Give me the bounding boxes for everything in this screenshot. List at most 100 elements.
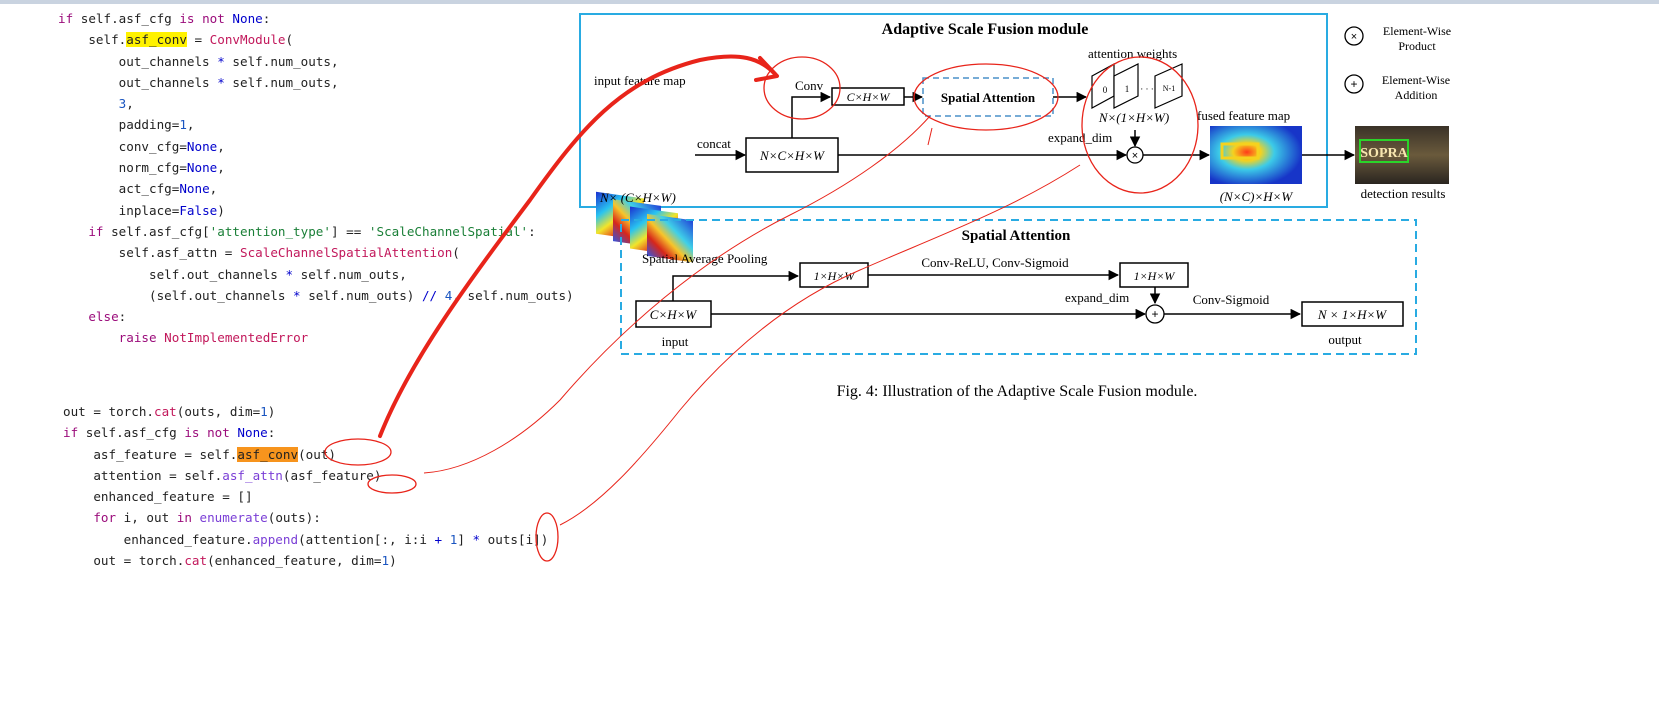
code-token: asf_conv — [126, 32, 187, 48]
fused-feature-map — [1210, 126, 1302, 184]
code-token: (attention[:, i:i — [298, 531, 435, 547]
code-line: 3, — [58, 93, 574, 114]
legend-product-symbol — [1344, 26, 1364, 46]
code-token: enhanced_feature = [] — [63, 489, 253, 505]
weights-dims-label: N×(1×H×W) — [1098, 110, 1169, 125]
conv-label: Conv — [795, 78, 824, 93]
annotation-circle-product — [1081, 56, 1199, 194]
asf-module-frame — [579, 13, 1328, 208]
code-token: None — [186, 160, 218, 176]
code-line: if self.asf_cfg['attention_type'] == 'Sc… — [58, 221, 574, 242]
detection-result-photo — [1355, 126, 1449, 184]
code-line: if self.asf_cfg is not None: — [58, 8, 574, 29]
conv-sigmoid-label: Conv-Sigmoid — [1193, 292, 1270, 307]
code-token: self.asf_cfg[ — [103, 223, 210, 239]
code-token: ( — [285, 32, 294, 48]
conv-relu-label: Conv-ReLU, Conv-Sigmoid — [921, 255, 1069, 270]
code-token: raise — [58, 330, 157, 346]
code-token: None — [237, 425, 268, 441]
code-token: append — [252, 531, 299, 547]
code-token: ) — [267, 404, 276, 419]
code-token: (self.out_channels — [58, 287, 294, 303]
code-token: * — [217, 53, 225, 69]
sa-output-label: output — [1328, 332, 1362, 347]
legend-addition-line2: Addition — [1395, 88, 1438, 102]
spatial-attention-title: Spatial Attention — [962, 228, 1071, 244]
code-token: , — [126, 96, 134, 112]
code-token: * — [472, 531, 481, 547]
detection-results-label: detection results — [1361, 186, 1446, 201]
code-token: i, out — [116, 510, 177, 526]
code-token: ] — [457, 531, 473, 547]
code-token: self.num_outs) — [300, 287, 422, 303]
annotation-circle-asf-attn — [367, 474, 417, 494]
code-token: (out) — [298, 446, 336, 462]
code-token: self.asf_cfg — [73, 11, 180, 26]
code-line: out = torch.cat(enhanced_feature, dim=1) — [63, 550, 548, 571]
code-token: attention = self. — [63, 467, 223, 483]
code-token: cat — [154, 404, 177, 419]
code-line: attention = self.asf_attn(asf_feature) — [63, 465, 548, 486]
code-line: enhanced_feature = [] — [63, 486, 548, 507]
code-line: norm_cfg=None, — [58, 157, 574, 178]
code-token: for — [63, 510, 117, 526]
code-token: * — [293, 287, 301, 303]
code-token: else — [58, 309, 119, 325]
code-token: : — [262, 11, 271, 26]
code-token: 1 — [449, 531, 458, 547]
code-token: enumerate — [199, 510, 268, 526]
code-token: ] == — [330, 223, 369, 239]
code-token: : — [528, 223, 536, 239]
spatial-average-pooling-label: Spatial Average Pooling — [642, 251, 768, 266]
sa-pool-box-label: 1×H×W — [814, 269, 856, 283]
code-token: is not — [179, 11, 225, 26]
code-token: if — [58, 11, 74, 26]
code-token: in — [176, 510, 192, 526]
code-token: 1 — [260, 404, 268, 419]
code-token: 4 — [444, 287, 453, 303]
annotation-line-append — [559, 164, 1081, 526]
code-token: out = torch. — [63, 553, 185, 569]
legend-product-sign: × — [1351, 31, 1357, 43]
code-block-asf-init: if self.asf_cfg is not None: self.asf_co… — [58, 8, 574, 349]
code-token: // — [421, 287, 438, 303]
chw-label: C×H×W — [847, 90, 891, 104]
code-line: inplace=False) — [58, 200, 574, 221]
code-token: self.asf_cfg — [78, 425, 185, 441]
red-annotations — [324, 54, 1199, 562]
annotation-thick-arrowhead — [754, 56, 779, 82]
code-line: for i, out in enumerate(outs): — [63, 507, 548, 528]
weight-0-label: 0 — [1103, 85, 1108, 95]
weight-n1-label: N-1 — [1163, 84, 1175, 93]
code-token: + — [434, 531, 443, 547]
code-token: enhanced_feature. — [63, 531, 253, 547]
code-token: (outs, dim= — [176, 404, 261, 419]
code-token: norm_cfg= — [58, 160, 187, 176]
code-line: act_cfg=None, — [58, 178, 574, 199]
code-line: self.asf_conv = ConvModule( — [58, 29, 574, 50]
code-token: act_cfg= — [58, 181, 180, 197]
code-token: cat — [184, 553, 208, 569]
sa-input-box — [635, 300, 712, 328]
code-token: inplace= — [58, 202, 180, 218]
code-token: (enhanced_feature, dim= — [207, 553, 382, 569]
conv-branch-arrow — [791, 91, 832, 138]
code-token: self. — [58, 32, 127, 48]
code-token: = — [186, 32, 210, 48]
fused-feature-highlight — [1220, 142, 1260, 160]
code-line: conv_cfg=None, — [58, 136, 574, 157]
detection-box — [1359, 139, 1409, 163]
code-token: self.out_channels — [58, 266, 286, 282]
attention-weights-label: attention weights — [1088, 46, 1177, 61]
code-token: if — [63, 425, 79, 441]
pooling-arrow — [672, 270, 800, 301]
annotation-circle-asf-conv — [324, 438, 392, 466]
code-line: if self.asf_cfg is not None: — [63, 422, 548, 443]
code-token: , — [186, 117, 195, 133]
legend-product-line2: Product — [1398, 39, 1436, 53]
spatial-attention-block — [922, 77, 1054, 117]
code-token: ScaleChannelSpatialAttention — [239, 245, 453, 261]
code-token: (outs): — [267, 510, 321, 526]
code-token: 1 — [179, 117, 187, 133]
